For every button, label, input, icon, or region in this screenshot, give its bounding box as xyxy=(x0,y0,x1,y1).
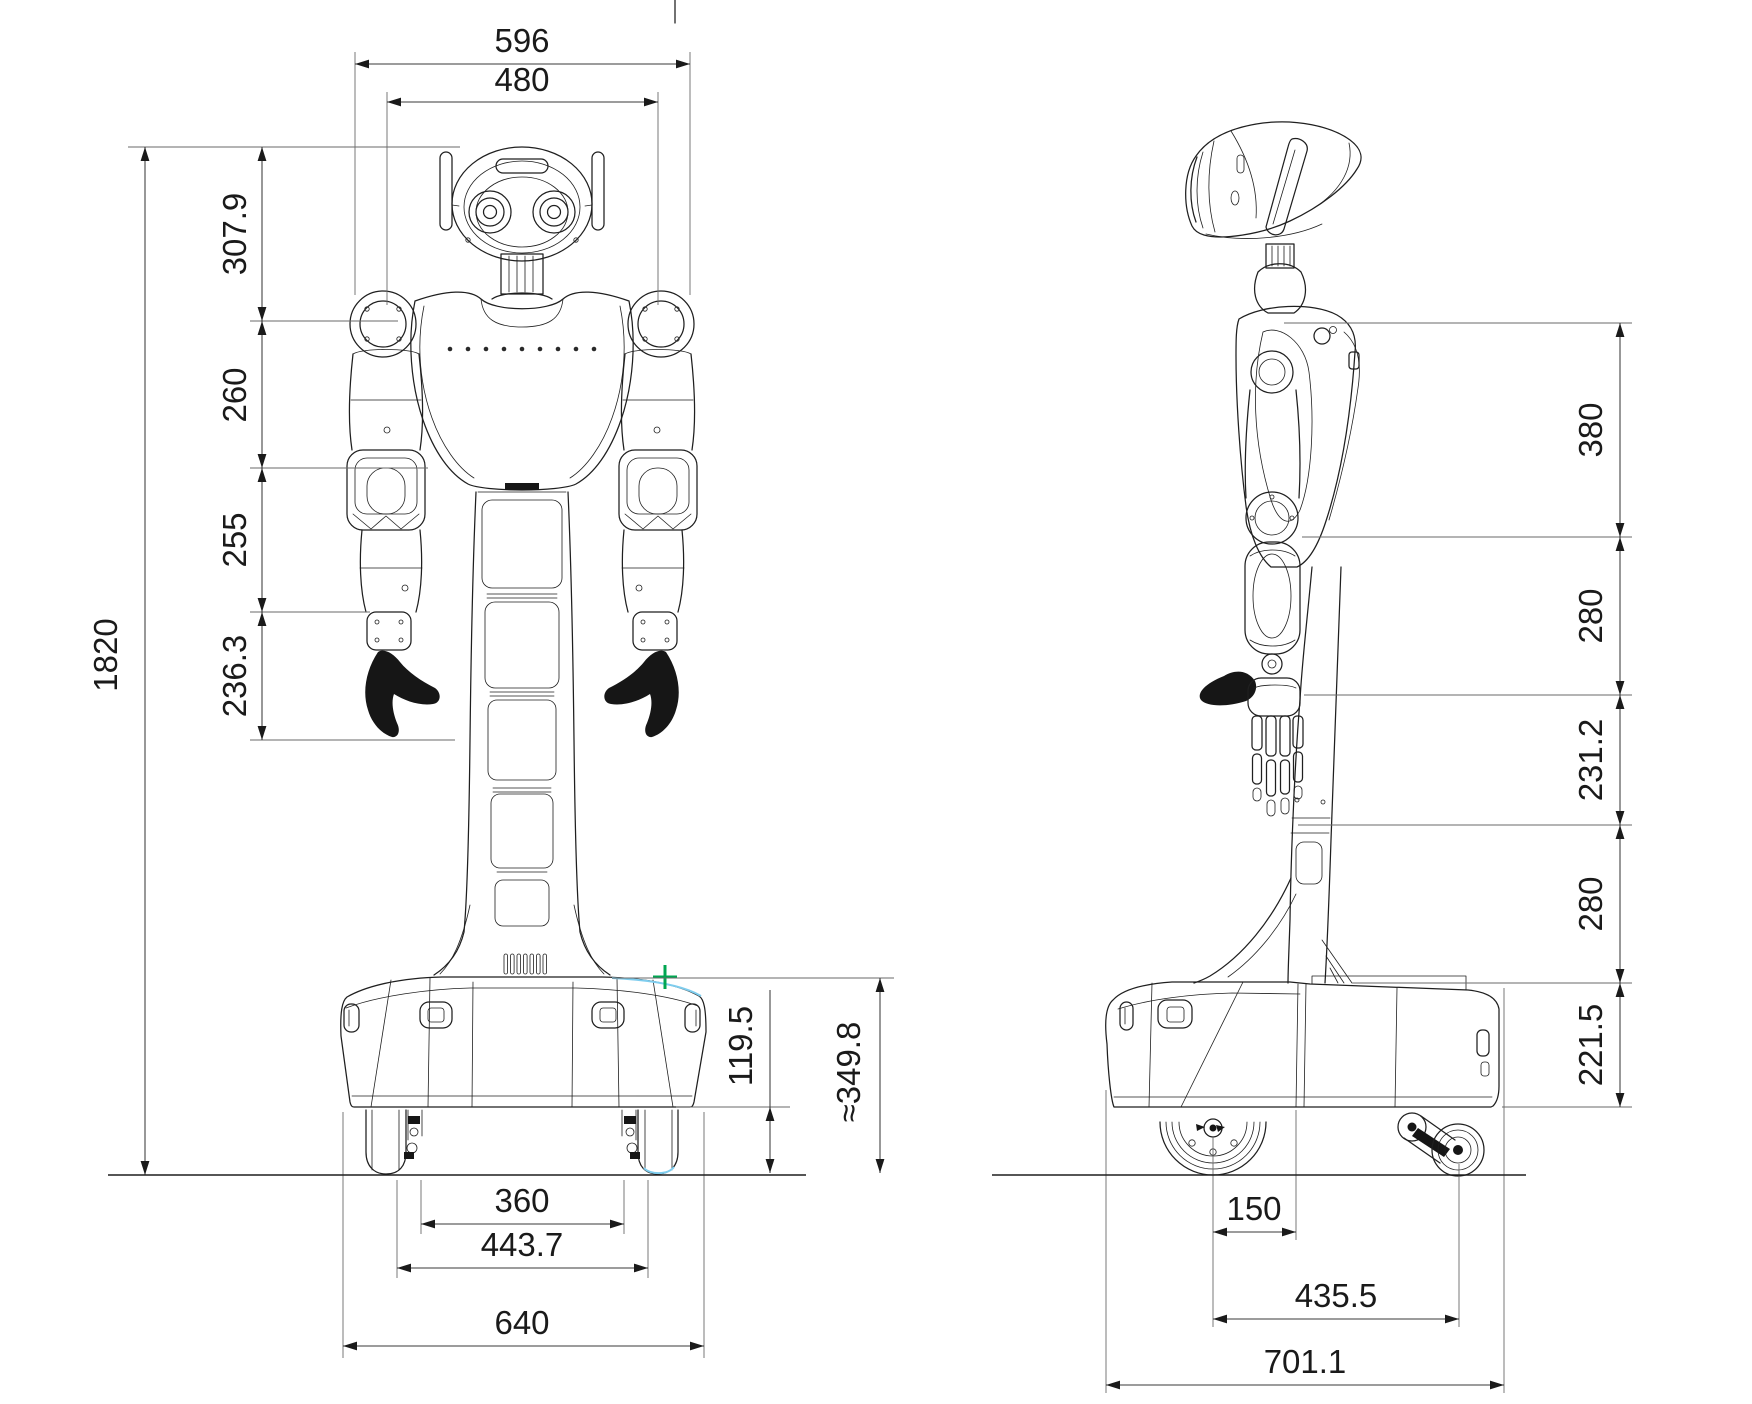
dim-label: 443.7 xyxy=(481,1226,564,1263)
dim-label: ≈349.8 xyxy=(830,1022,867,1123)
dim-base-overall-height: ≈349.8 xyxy=(612,977,894,1173)
dim-shoulder-drop: 380 xyxy=(1572,323,1625,537)
dim-label: 280 xyxy=(1572,876,1609,931)
elbow-pad xyxy=(346,449,426,531)
dim-label: 307.9 xyxy=(216,193,253,276)
side-view-robot xyxy=(1105,121,1500,1177)
front-spine-column xyxy=(433,491,611,976)
dim-column-drop: 280 xyxy=(1572,825,1625,983)
dim-base-height-side: 221.5 xyxy=(1572,983,1625,1107)
side-thumb xyxy=(1199,671,1257,706)
dim-label: 435.5 xyxy=(1295,1277,1378,1314)
side-view-dimensions: 380 280 231.2 280 221.5 150 435.5 xyxy=(1105,322,1632,1393)
dim-label: 1820 xyxy=(87,618,124,691)
dim-wrist-to-fingertip: 236.3 xyxy=(216,612,455,741)
dim-label: 255 xyxy=(216,512,253,567)
side-base-sensor xyxy=(1157,999,1193,1029)
dim-shoulder-pivot-span: 480 xyxy=(386,61,659,305)
dim-wheel-track-outer: 443.7 xyxy=(396,1180,649,1278)
front-view-dimensions: 596 480 1820 307.9 260 255 xyxy=(87,22,894,1358)
dim-overall-height: 1820 xyxy=(87,147,150,1175)
dim-label: 596 xyxy=(494,22,549,59)
side-neck xyxy=(1254,243,1307,314)
dim-elbow-drop: 280 xyxy=(1572,537,1625,695)
front-left-arm xyxy=(346,349,440,738)
base-sensor-right xyxy=(591,1001,625,1029)
dim-base-width: 640 xyxy=(342,1112,705,1358)
waist-band xyxy=(505,483,539,490)
registration-cross-marker xyxy=(653,965,677,989)
back-latch xyxy=(1348,351,1360,370)
chest-speaker-dots xyxy=(447,346,597,352)
dim-hand-drop: 231.2 xyxy=(1572,695,1625,825)
dim-label: 280 xyxy=(1572,588,1609,643)
dim-label: 260 xyxy=(216,367,253,422)
left-ear-antenna xyxy=(439,151,453,231)
front-view-robot xyxy=(340,146,707,1175)
side-arm xyxy=(1199,350,1304,817)
dim-label: 701.1 xyxy=(1264,1343,1347,1380)
dim-elbow-to-wrist: 255 xyxy=(216,468,370,613)
side-fingers xyxy=(1251,715,1304,817)
side-base-rear-port xyxy=(1476,1029,1490,1057)
highlight-arc-wheel xyxy=(643,1166,675,1175)
side-caster-wheel xyxy=(1397,1112,1485,1177)
dim-wheelbase: 435.5 xyxy=(1213,1164,1460,1327)
dim-label: 480 xyxy=(494,61,549,98)
side-head xyxy=(1185,121,1362,239)
dim-label: 150 xyxy=(1226,1190,1281,1227)
side-torso xyxy=(1235,305,1360,568)
side-elbow-joint xyxy=(1245,491,1299,545)
spine-vent-slots xyxy=(503,953,547,975)
dim-base-length: 701.1 xyxy=(1105,988,1505,1393)
head-handle xyxy=(495,158,549,174)
dim-label: 236.3 xyxy=(216,635,253,718)
left-eye-camera xyxy=(468,190,512,234)
right-shoulder-joint xyxy=(627,290,695,358)
dim-label: 119.5 xyxy=(722,1006,759,1086)
dim-label: 360 xyxy=(494,1182,549,1219)
side-base xyxy=(1105,975,1500,1108)
front-torso xyxy=(349,290,695,491)
right-eye-camera xyxy=(532,190,576,234)
dim-shoulder-width: 596 xyxy=(354,22,691,295)
hand-gripper xyxy=(365,650,440,738)
dim-label: 380 xyxy=(1572,402,1609,457)
dim-label: 221.5 xyxy=(1572,1004,1609,1087)
base-side-port-right xyxy=(684,1003,701,1033)
dim-base-skirt-height: 119.5 xyxy=(676,990,790,1173)
right-ear-antenna xyxy=(591,151,605,231)
side-base-front-port xyxy=(1119,1001,1134,1031)
base-side-port-left xyxy=(343,1003,360,1033)
dim-shoulder-to-elbow: 260 xyxy=(216,321,428,469)
dim-head-to-shoulder: 307.9 xyxy=(216,147,398,322)
dim-wheel-track: 360 xyxy=(420,1180,625,1234)
side-antenna-fin xyxy=(1265,137,1308,236)
wrist xyxy=(366,611,412,651)
dim-label: 640 xyxy=(494,1304,549,1341)
left-shoulder-joint xyxy=(349,290,417,358)
front-neck xyxy=(491,253,553,300)
dim-label: 231.2 xyxy=(1572,719,1609,802)
front-left-wheel-cluster xyxy=(365,1109,423,1175)
front-head xyxy=(439,146,605,262)
dim-wheel-to-column: 150 xyxy=(1212,1110,1297,1327)
base-sensor-left xyxy=(419,1001,453,1029)
